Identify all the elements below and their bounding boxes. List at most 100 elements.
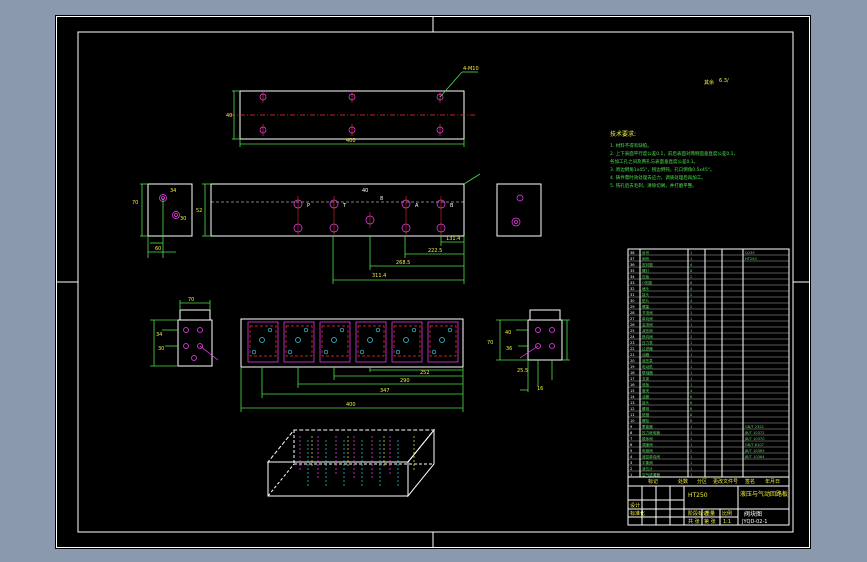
left-view-dim-height: 70: [132, 200, 138, 206]
parts-cell: 1: [690, 251, 692, 255]
parts-cell: 1: [690, 341, 692, 345]
title-block: 标记 处数 分区 更改文件号 签名 年月日 HT250 液压与气动回路板 阀块图…: [627, 476, 790, 526]
front-dim-7: 8: [380, 196, 383, 202]
parts-cell: 24: [630, 335, 635, 339]
front-dim-4: 131.4: [446, 236, 460, 242]
parts-cell: 36: [630, 263, 635, 267]
right-side-view: [496, 183, 542, 237]
parts-cell: 液位计: [642, 466, 653, 471]
parts-cell: 联轴器: [642, 370, 653, 375]
parts-cell: 压力表: [642, 340, 653, 345]
sheet-total: 共 张: [688, 518, 700, 525]
parts-cell: 4: [690, 389, 693, 393]
parts-cell: 1: [690, 467, 692, 471]
parts-cell: 液控单向阀: [642, 454, 660, 459]
parts-cell: 电磁阀: [642, 448, 653, 453]
parts-cell: 4: [630, 455, 633, 459]
material: HT250: [688, 492, 708, 499]
parts-cell: 1: [690, 383, 692, 387]
weight-label: 重量: [705, 510, 715, 517]
parts-cell: 30: [630, 299, 635, 303]
part-name: 阀块图: [744, 510, 762, 518]
parts-cell: 管夹: [642, 388, 650, 393]
col-label-zone: 分区: [697, 478, 707, 485]
parts-cell: 1: [690, 461, 692, 465]
parts-cell: 1: [690, 323, 692, 327]
col-label-count: 处数: [678, 478, 688, 485]
parts-cell: 6: [690, 281, 693, 285]
left-view-dim-b: 30: [180, 216, 186, 222]
plan-dim-4: 252: [420, 370, 430, 376]
tech-line-6: 5. 铣孔后去毛刺，清除切屑，并打磨平整。: [610, 182, 697, 189]
parts-cell: 23: [630, 341, 635, 345]
front-dim-2: 268.5: [396, 260, 410, 266]
parts-cell: 3: [630, 461, 632, 465]
isometric-view: [266, 428, 436, 498]
parts-cell: 22: [630, 347, 635, 351]
parts-cell: 螺塞: [642, 304, 650, 309]
parts-cell: 1: [690, 473, 692, 477]
parts-cell: O形圈: [642, 280, 652, 285]
technical-requirements: 技术要求: 1. 材料不得有缺陷。 2. 上下表面平行度公差0.1，前后表面对两…: [610, 130, 738, 189]
parts-cell: 25: [630, 329, 635, 333]
parts-cell: 阀块: [642, 256, 650, 261]
tech-title: 技术要求:: [610, 130, 636, 138]
svg-text:其余: 其余: [704, 79, 714, 86]
drawing-number: JYQD-02-1: [741, 519, 767, 525]
parts-cell: 螺钉: [642, 268, 650, 273]
scale-value: 1:1: [723, 519, 731, 525]
parts-cell: 压板: [642, 274, 650, 279]
stage-mark: 阶段标记: [688, 510, 708, 517]
parts-cell: GB/T 8107: [745, 443, 764, 447]
parts-cell: 15: [630, 389, 635, 393]
front-dim-1: 311.4: [372, 273, 386, 279]
parts-cell: 37: [630, 257, 635, 261]
parts-cell: GB/T 2352: [745, 425, 764, 429]
parts-cell: 1: [690, 365, 692, 369]
parts-cell: 29: [630, 305, 635, 309]
parts-cell: 1: [690, 443, 692, 447]
centring-marks: [57, 16, 810, 548]
right-section-dim-2: 40: [505, 330, 511, 336]
tech-line-4: 3. 周边倒角1x45°，锐边倒钝，孔口倒角0.5x45°。: [610, 166, 715, 173]
parts-cell: 1: [690, 311, 692, 315]
parts-cell: 8: [630, 431, 633, 435]
parts-cell: 7: [630, 437, 632, 441]
right-section-dim-1: 70: [487, 340, 493, 346]
plan-dim-1: 400: [346, 402, 356, 408]
parts-cell: 38: [630, 251, 635, 255]
parts-cell: 2: [690, 335, 692, 339]
parts-cell: JB/T 10364: [744, 455, 765, 459]
parts-cell: 顺序阀: [642, 436, 653, 441]
parts-cell: 31: [630, 293, 635, 297]
parts-cell: 33: [630, 281, 635, 285]
thread-callout: 4-M10: [463, 66, 479, 72]
parts-cell: 换向阀: [642, 334, 653, 339]
parts-cell: 1: [690, 377, 692, 381]
right-section-view: 70 40 36 25.5 16: [487, 309, 570, 392]
parts-cell: 1: [690, 455, 692, 459]
parts-cell: 单向阀: [642, 316, 653, 321]
parts-cell: 34: [630, 275, 635, 279]
parts-cell: 4: [690, 287, 693, 291]
left-view-dim-a: 34: [170, 188, 176, 194]
parts-cell: 2: [690, 275, 692, 279]
parts-cell: 油管: [642, 394, 650, 399]
signer-standard: 标准化: [630, 510, 645, 517]
plan-dim-2: 347: [380, 388, 390, 394]
parts-cell: 16: [630, 383, 635, 387]
parts-cell: 1: [630, 473, 632, 477]
parts-cell: 堵头: [642, 286, 650, 291]
parts-cell: 5: [630, 449, 632, 453]
parts-cell: 27: [630, 317, 635, 321]
col-label-mark: 标记: [648, 478, 658, 485]
parts-cell: 2: [630, 467, 632, 471]
roughness-symbol: 6.3/: [719, 78, 729, 84]
left-section-dim-2: 34: [156, 332, 162, 338]
front-dim-3: 222.5: [428, 248, 442, 254]
tech-line-1: 1. 材料不得有缺陷。: [610, 142, 652, 149]
parts-cell: 13: [630, 401, 635, 405]
